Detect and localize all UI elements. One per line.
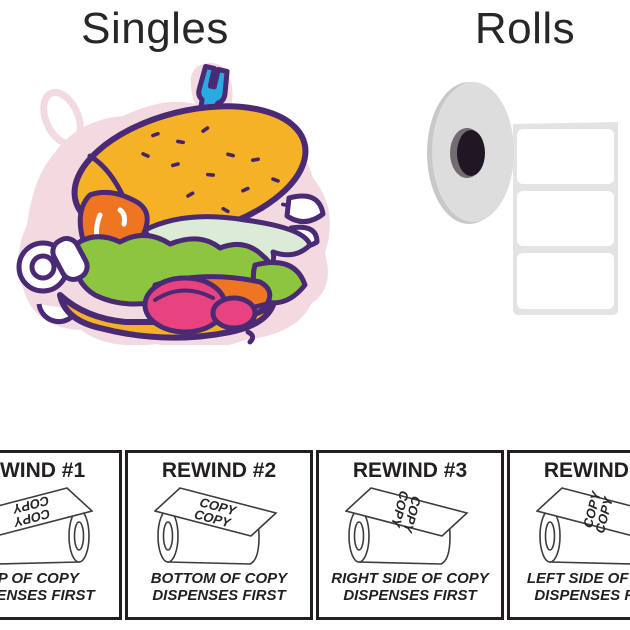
rewind-panel-caption: TOP OF COPY DISPENSES FIRST (0, 570, 95, 605)
roll-core (457, 130, 485, 176)
rewind-roll-diagram-2: COPY COPY (154, 487, 278, 565)
rolls-heading: Rolls (474, 4, 576, 53)
rewind-panel-caption: LEFT SIDE OF COPY DISPENSES FIRST (526, 570, 630, 605)
rewind-panel-caption: BOTTOM OF COPY DISPENSES FIRST (150, 570, 288, 605)
sandwich-sticker-image (16, 63, 330, 345)
bottom-bun (57, 292, 276, 341)
squiggle-accent (245, 329, 256, 345)
roll-face (427, 82, 514, 224)
rewind-roll-diagram-3: COPY COPY (345, 487, 469, 565)
rewind-roll-diagram-1: COPY COPY (0, 487, 93, 565)
rewind-roll-diagram-4: COPY COPY (536, 487, 630, 565)
tomato-slices (142, 275, 258, 335)
rewind-panel-1: REWIND #1 COPY COPY TOP OF COPY DISPENSE… (0, 450, 122, 620)
rewind-options-table: REWIND #1 COPY COPY TOP OF COPY DISPENSE… (0, 450, 630, 620)
rewind-panel-3: REWIND #3 COPY COPY RIGHT SIDE OF COPY D… (316, 450, 504, 620)
rewind-panel-2: REWIND #2 COPY COPY BOTTOM OF COPY DISPE… (125, 450, 313, 620)
blank-labels (517, 129, 614, 309)
sticker-loop (40, 88, 84, 148)
rewind-panel-title: REWIND #1 (0, 459, 86, 482)
sesame-seeds (141, 126, 290, 214)
rewind-panel-title: REWIND #2 (161, 459, 277, 482)
rewind-panel-4: REWIND #4 COPY COPY LEFT SIDE OF COPY DI… (507, 450, 630, 620)
rewind-panel-title: REWIND #3 (352, 459, 468, 482)
rewind-panel-caption: RIGHT SIDE OF COPY DISPENSES FIRST (331, 570, 489, 605)
label-roll-image (427, 82, 618, 315)
onion-rings (16, 236, 90, 325)
singles-heading: Singles (81, 4, 229, 53)
rewind-panel-title: REWIND #4 (543, 459, 630, 482)
